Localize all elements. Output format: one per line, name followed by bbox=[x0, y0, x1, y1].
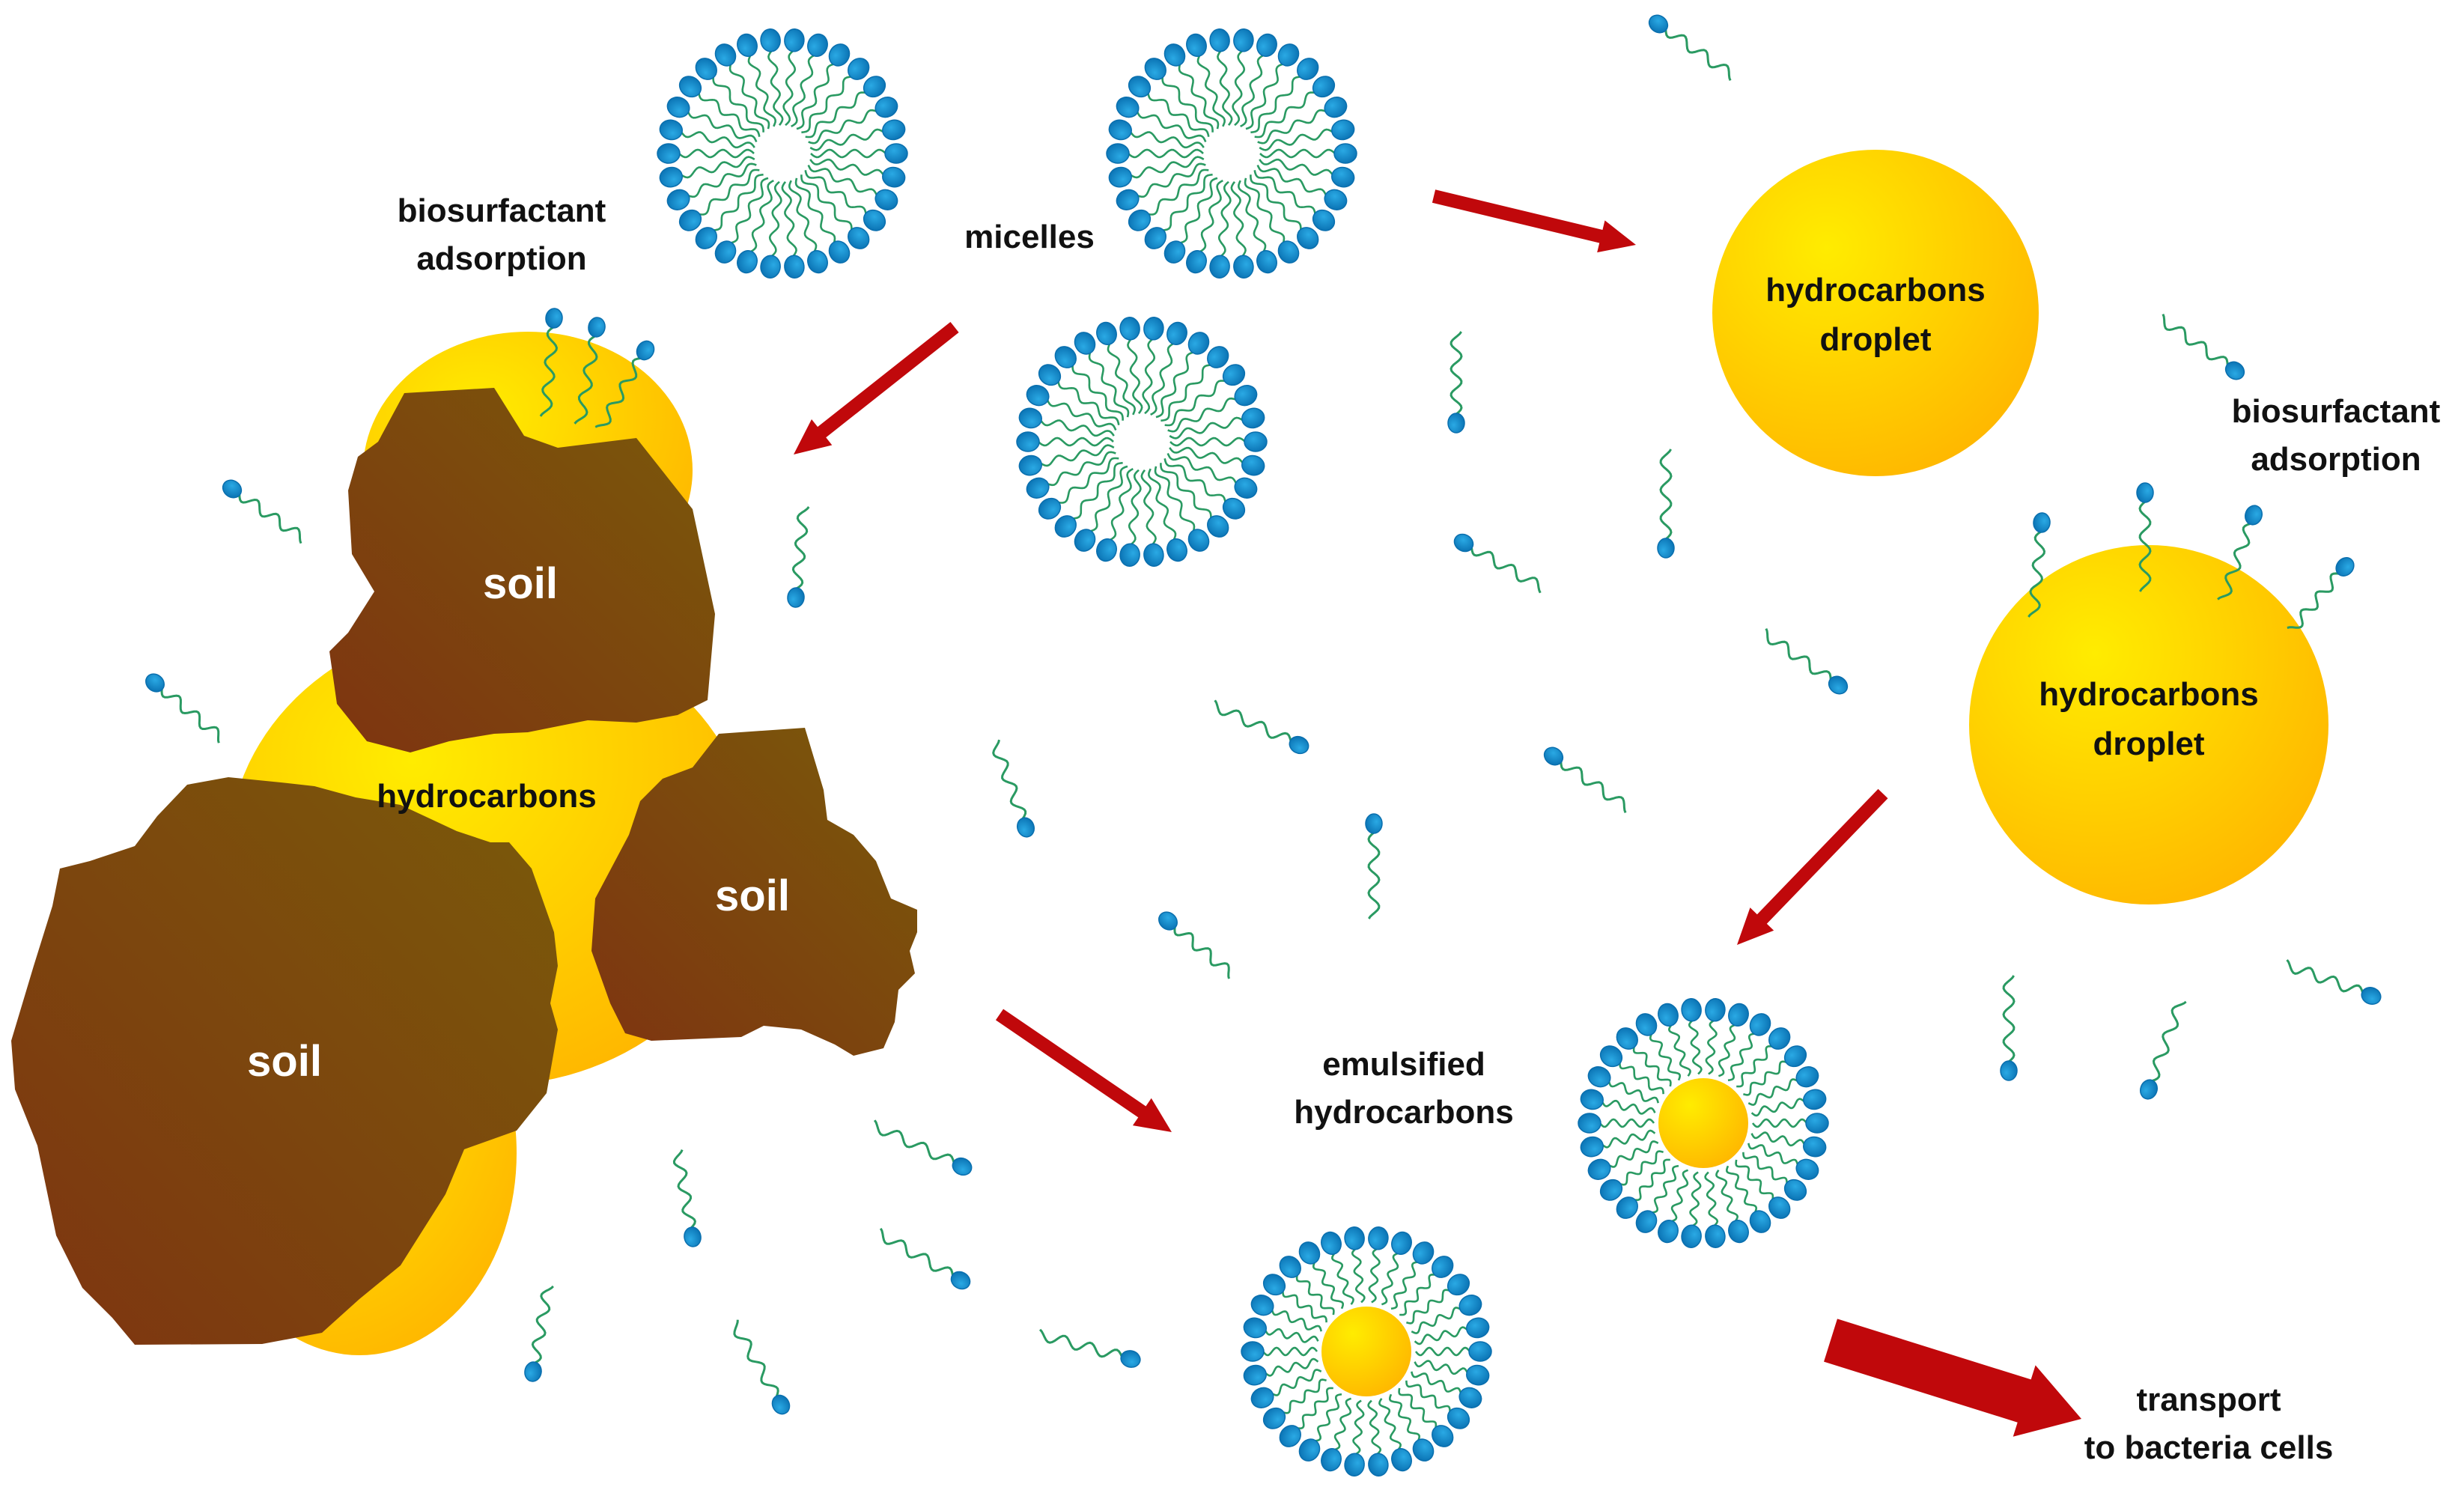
adsorbed-surfactant-1 bbox=[539, 308, 563, 417]
label-transport: transport to bacteria cells bbox=[2084, 1381, 2334, 1466]
micelle-empty-2 bbox=[1106, 28, 1357, 279]
adsorbed-surfactant-7 bbox=[2287, 557, 2355, 629]
free-surfactant-14 bbox=[1158, 911, 1230, 979]
hydrocarbon-core bbox=[1658, 1078, 1748, 1168]
label-hydrocarbons: hydrocarbons bbox=[377, 778, 597, 815]
free-surfactant-4 bbox=[1657, 448, 1675, 559]
adsorbed-surfactant-2 bbox=[574, 317, 606, 425]
free-surfactant-9 bbox=[145, 673, 220, 744]
arrow-to-soil bbox=[793, 321, 959, 454]
soil-particle-bottom bbox=[11, 777, 558, 1345]
adsorbed-surfactant-4 bbox=[2028, 512, 2051, 618]
free-surfactant-18 bbox=[873, 1119, 973, 1176]
label-droplet-right: hydrocarbons droplet bbox=[2039, 676, 2259, 762]
free-surfactant-21 bbox=[733, 1319, 791, 1415]
adsorbed-surfactant-3 bbox=[594, 340, 655, 428]
arrow-droplet-to-emulsion bbox=[1736, 788, 1888, 945]
free-surfactant-10 bbox=[1214, 699, 1309, 755]
adsorbed-surfactant-5 bbox=[2136, 482, 2154, 592]
micelle-empty-1 bbox=[657, 28, 908, 279]
free-surfactant-15 bbox=[2286, 959, 2382, 1006]
arrow-to-emulsified bbox=[995, 1009, 1172, 1133]
free-surfactant-6 bbox=[1765, 628, 1849, 695]
label-biosurfactant-adsorption-left: biosurfactant adsorption bbox=[397, 192, 606, 277]
hydrocarbons-droplet-right bbox=[1969, 545, 2328, 904]
free-surfactant-13 bbox=[1365, 813, 1383, 919]
free-surfactant-19 bbox=[672, 1149, 702, 1247]
arrow-to-droplet bbox=[1432, 189, 1636, 253]
free-surfactant-23 bbox=[1038, 1328, 1141, 1368]
arrow-transport bbox=[1824, 1319, 2082, 1437]
label-droplet-top: hydrocarbons droplet bbox=[1765, 272, 1986, 358]
free-surfactant-5 bbox=[1453, 533, 1542, 594]
adsorbed-surfactant-6 bbox=[2217, 505, 2263, 600]
free-surfactant-12 bbox=[1543, 746, 1627, 813]
micelle-emulsified-2 bbox=[1241, 1226, 1492, 1477]
free-surfactant-8 bbox=[787, 506, 810, 608]
soil-particle-top bbox=[329, 388, 715, 752]
soil-particle-right bbox=[591, 728, 917, 1056]
label-soil-top: soil bbox=[483, 559, 558, 608]
label-soil-right: soil bbox=[715, 872, 790, 920]
free-surfactant-16 bbox=[2000, 975, 2018, 1081]
label-micelles: micelles bbox=[964, 219, 1095, 255]
hydrocarbon-core bbox=[1321, 1307, 1411, 1396]
label-biosurfactant-adsorption-right: biosurfactant adsorption bbox=[2231, 393, 2441, 478]
free-surfactant-2 bbox=[2162, 314, 2245, 380]
label-emulsified-hydrocarbons: emulsified hydrocarbons bbox=[1294, 1046, 1514, 1131]
micelle-emulsified-1 bbox=[1578, 998, 1829, 1248]
free-surfactant-22 bbox=[524, 1285, 554, 1382]
label-soil-bottom: soil bbox=[247, 1037, 322, 1086]
free-surfactant-11 bbox=[992, 739, 1035, 838]
free-surfactant-1 bbox=[1648, 14, 1732, 81]
free-surfactant-17 bbox=[2139, 1000, 2187, 1100]
micelle-empty-3 bbox=[1016, 317, 1268, 567]
free-surfactant-20 bbox=[879, 1228, 971, 1290]
free-surfactant-7 bbox=[222, 479, 302, 544]
hydrocarbons-droplet-top bbox=[1712, 150, 2039, 476]
free-surfactant-3 bbox=[1447, 331, 1465, 434]
